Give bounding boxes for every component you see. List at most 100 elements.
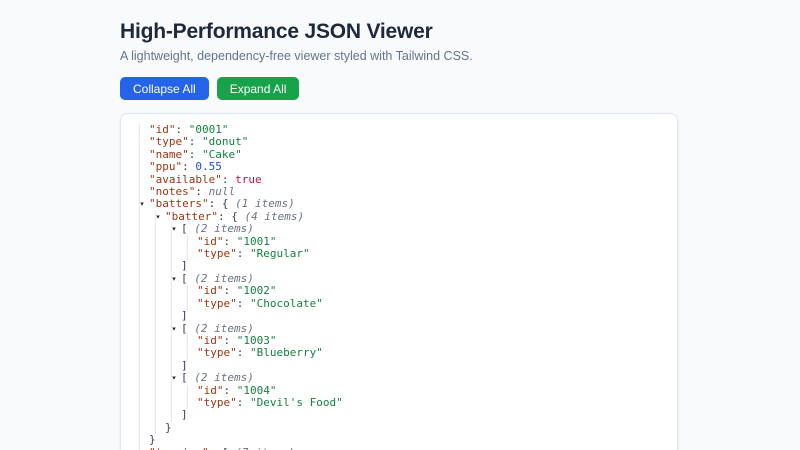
close-bracket-row: } <box>149 433 665 447</box>
json-value: "Regular" <box>250 247 310 261</box>
node-children: "id": "1002""type": "Chocolate" <box>187 285 665 311</box>
key-colon: : <box>236 296 250 310</box>
close-bracket: ] <box>181 408 188 422</box>
open-bracket: [ <box>181 371 188 385</box>
json-node: ▾ [ (2 items)"id": "1003""type": "Blueber… <box>172 321 665 373</box>
tree-row: "id": "0001" <box>149 123 665 136</box>
collapse-toggle-icon[interactable]: ▾ <box>140 200 144 209</box>
items-count: (2 items) <box>187 321 254 335</box>
items-count: (1 items) <box>228 197 295 211</box>
close-bracket: ] <box>181 358 188 372</box>
json-key: "type" <box>197 296 237 310</box>
collapse-toggle-icon[interactable]: ▾ <box>172 225 176 234</box>
open-bracket: [ <box>181 321 188 335</box>
key-colon: : <box>217 209 232 223</box>
collapse-toggle-icon[interactable]: ▾ <box>172 324 176 333</box>
items-count: (2 items) <box>187 371 254 385</box>
key-colon: : <box>221 172 236 186</box>
json-value: null <box>208 185 236 199</box>
json-value: "1002" <box>236 284 277 298</box>
collapse-toggle-icon[interactable]: ▾ <box>172 374 176 383</box>
json-node: ▾"batter": { (4 items)▾[ (2 items)"id": … <box>156 209 665 434</box>
tree-row: ▾ [ (2 items) <box>172 321 665 335</box>
json-key: "id" <box>149 123 176 136</box>
collapse-toggle-icon[interactable]: ▾ <box>137 447 147 450</box>
tree-row: "ppu": 0.55 <box>149 161 665 173</box>
key-colon: : <box>208 197 222 211</box>
tree-row: "type": "Regular" <box>197 247 665 261</box>
close-bracket-row: ] <box>181 358 665 372</box>
json-key: "id" <box>197 383 224 397</box>
page: High-Performance JSON Viewer A lightweig… <box>120 20 678 450</box>
json-node: "id": "1001" <box>197 234 665 248</box>
json-value: "Chocolate" <box>250 296 323 310</box>
json-value: "1004" <box>236 383 277 397</box>
json-node: "notes": null <box>149 185 665 199</box>
expand-all-button[interactable]: Expand All <box>216 77 300 100</box>
json-key: "ppu" <box>149 160 183 174</box>
key-colon: : <box>182 160 196 174</box>
json-node: ▾"topping": [ (7 items)] <box>140 446 665 450</box>
json-value: "donut" <box>202 135 249 149</box>
close-bracket: } <box>165 420 172 434</box>
tree-row: "type": "Chocolate" <box>197 296 665 310</box>
key-colon: : <box>223 333 237 347</box>
close-bracket-row: } <box>165 420 665 434</box>
json-value: "1003" <box>236 333 277 347</box>
json-value: 0.55 <box>195 160 222 174</box>
page-title: High-Performance JSON Viewer <box>120 20 433 43</box>
node-children: "id": "1004""type": "Devil's Food" <box>187 383 665 410</box>
key-colon: : <box>236 247 250 261</box>
key-colon: : <box>236 395 250 409</box>
json-key: "id" <box>197 284 224 298</box>
close-bracket: ] <box>181 309 188 323</box>
json-value: true <box>235 172 262 186</box>
json-node: "id": "0001" <box>149 123 665 136</box>
items-count: (2 items) <box>187 222 254 236</box>
tree-row: "id": "1004" <box>197 383 665 397</box>
page-subtitle: A lightweight, dependency-free viewer st… <box>120 49 473 63</box>
json-key: "type" <box>149 135 189 149</box>
tree-row: ▾ [ (2 items) <box>172 371 665 385</box>
key-colon: : <box>223 383 237 397</box>
json-node: "id": "1002" <box>197 285 665 297</box>
json-value: "1001" <box>236 234 277 248</box>
json-tree: "id": "0001""type": "donut""name": "Cake… <box>139 123 665 450</box>
key-colon: : <box>223 284 237 298</box>
tree-row: ▾"batters": { (1 items) <box>140 197 665 211</box>
json-key: "id" <box>197 234 224 248</box>
close-bracket: ] <box>181 259 188 273</box>
json-key: "type" <box>197 247 237 261</box>
collapse-toggle-icon[interactable]: ▾ <box>156 212 160 221</box>
open-bracket: { <box>231 209 238 223</box>
json-key: "batter" <box>165 209 218 223</box>
json-key: "notes" <box>149 185 196 199</box>
tree-row: "name": "Cake" <box>149 148 665 161</box>
tree-row: ▾"batter": { (4 items) <box>156 209 665 223</box>
items-count: (7 items) <box>228 446 295 450</box>
json-key: "type" <box>197 346 237 360</box>
json-node: "available": true <box>149 172 665 186</box>
key-colon: : <box>209 446 222 450</box>
close-bracket: } <box>149 433 156 447</box>
json-value: "0001" <box>188 123 229 136</box>
tree-row: ▾[ (2 items) <box>172 222 665 236</box>
tree-row: "id": "1003" <box>197 333 665 347</box>
json-key: "type" <box>197 395 237 409</box>
node-children: ▾[ (2 items)"id": "1001""type": "Regular… <box>171 223 665 422</box>
key-colon: : <box>236 346 250 360</box>
json-node: "id": "1004" <box>197 383 665 397</box>
json-node: "id": "1003" <box>197 333 665 347</box>
json-node: "name": "Cake" <box>149 148 665 161</box>
tree-row: "id": "1002" <box>197 285 665 297</box>
key-colon: : <box>195 185 209 199</box>
json-node: "type": "Regular" <box>197 247 665 261</box>
json-value: "Blueberry" <box>250 346 323 360</box>
open-bracket: [ <box>222 446 229 450</box>
collapse-toggle-icon[interactable]: ▾ <box>172 274 176 283</box>
key-colon: : <box>223 234 237 248</box>
json-node: ▾"batters": { (1 items)▾"batter": { (4 i… <box>140 197 665 447</box>
open-bracket: { <box>221 197 229 211</box>
tree-row: "available": true <box>149 172 665 186</box>
collapse-all-button[interactable]: Collapse All <box>120 77 209 100</box>
